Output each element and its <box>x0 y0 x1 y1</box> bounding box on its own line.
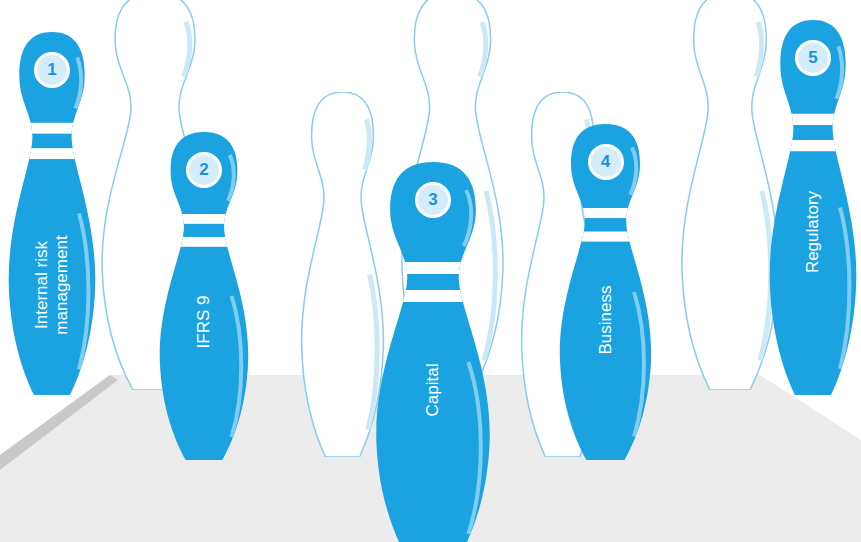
pin-stripe <box>158 214 250 224</box>
pin-highlight <box>464 190 481 534</box>
pin-stripe <box>558 232 653 242</box>
callout-number: 5 <box>795 40 831 76</box>
callout-number: 3 <box>415 182 451 218</box>
pin-stripe <box>7 123 97 134</box>
pin-highlight <box>836 46 849 369</box>
pin-highlight <box>75 57 88 369</box>
pin-body <box>376 162 490 542</box>
pin-stripe <box>558 208 653 218</box>
pin-label: Regulatory <box>803 191 823 273</box>
bowling-pin: 4Business <box>558 124 653 460</box>
pin-stripe <box>374 290 492 302</box>
pin-label: Business <box>596 286 616 355</box>
pin-body <box>560 124 651 460</box>
bowling-pin: 5Regulatory <box>768 20 858 395</box>
bowling-pin: 3Capital <box>374 162 492 542</box>
pin-stripe <box>768 140 858 151</box>
pin-label: IFRS 9 <box>194 296 214 349</box>
pin-stripe <box>768 114 858 125</box>
pin-shape <box>374 162 492 542</box>
callout-number: 1 <box>34 52 70 88</box>
pin-body <box>160 132 249 460</box>
pin-label: Capital <box>423 364 443 417</box>
bowling-pin: 1Internal risk management <box>7 32 97 395</box>
pin-highlight <box>630 148 644 437</box>
callout-number: 4 <box>588 144 624 180</box>
bowling-pin: 2IFRS 9 <box>158 132 250 460</box>
pin-stripe <box>7 148 97 159</box>
backdrop-pin <box>302 92 384 457</box>
pin-stripe <box>374 262 492 274</box>
pin-label: Internal risk management <box>32 210 71 360</box>
pin-body <box>9 32 96 395</box>
pin-body <box>770 20 857 395</box>
callout-number: 2 <box>186 152 222 188</box>
pin-highlight <box>228 155 241 437</box>
backdrop-pin <box>682 0 778 390</box>
pin-stripe <box>158 237 250 247</box>
